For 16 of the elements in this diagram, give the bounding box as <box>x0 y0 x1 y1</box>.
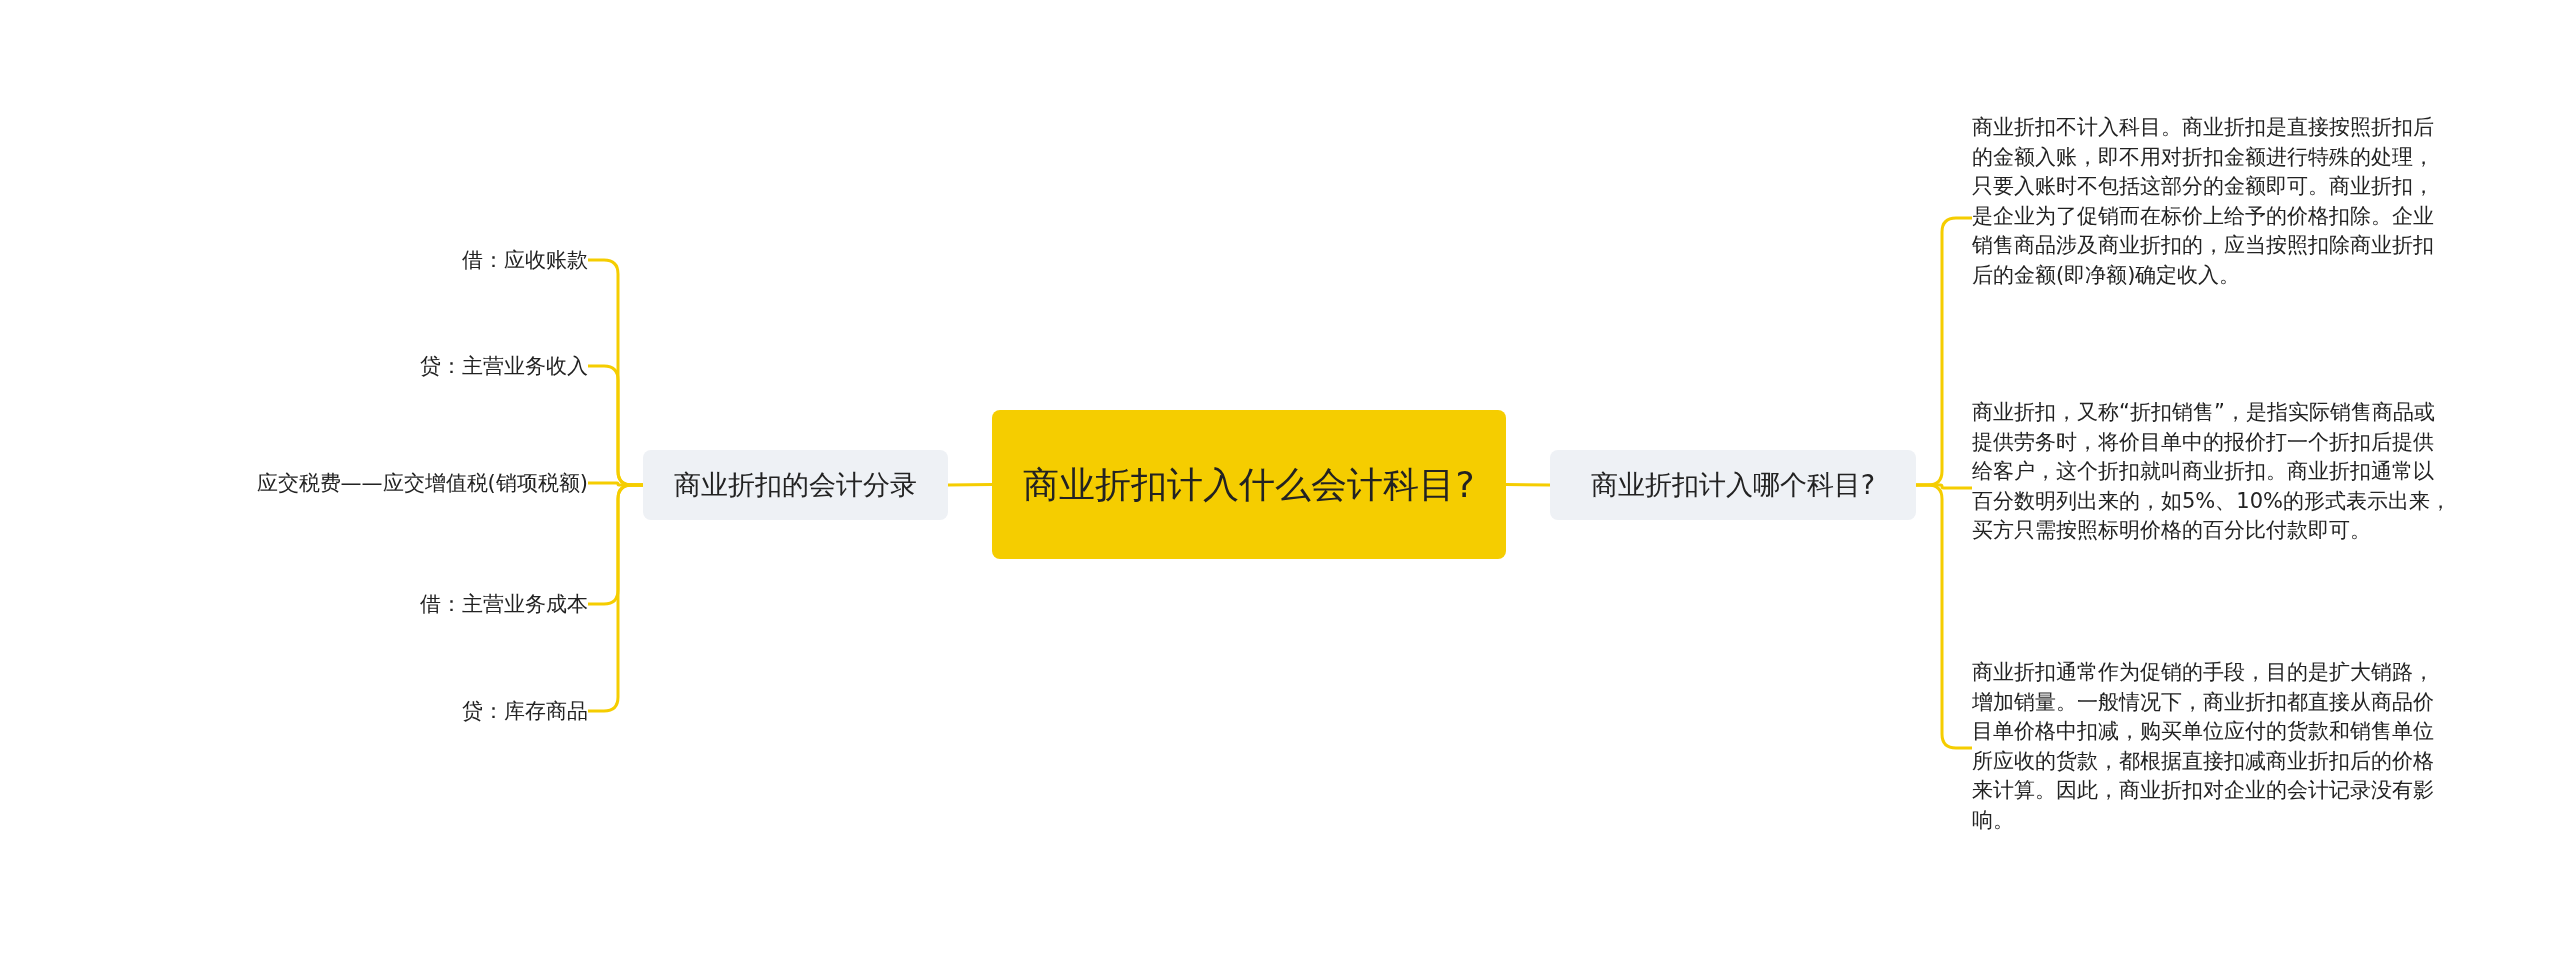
leaf-paragraph: 商业折扣，又称“折扣销售”，是指实际销售商品或提供劳务时，将价目单中的报价打一个折扣后提供给客户，这个折扣就叫商业折扣。商业折扣通常以百分数明列出来的，如5%、10%的形式表示出来，买方只需按照标明价格的百分比付款即可。 <box>1972 398 2454 578</box>
topic-box <box>1550 450 1916 520</box>
central-topic-text: 商业折扣计入什么会计科目? <box>1023 462 1475 507</box>
central-topic-box <box>992 410 1506 559</box>
leaf-text: 借：应收账款 <box>300 246 588 274</box>
connector-line <box>948 483 992 487</box>
leaf-text: 贷：主营业务收入 <box>300 352 588 380</box>
topic-text: 商业折扣计入哪个科目? <box>1590 468 1876 502</box>
leaf-text: 应交税费——应交增值税(销项税额) <box>150 469 588 497</box>
leaf-paragraph: 商业折扣通常作为促销的手段，目的是扩大销路，增加销量。一般情况下，商业折扣都直接从商品价目单价格中扣减，购买单位应付的货款和销售单位所应收的货款，都根据直接扣减商业折扣后的价格来计算。因此，商业折扣对企业的会计记录没有影响。 <box>1972 658 2454 838</box>
connector-line <box>1506 483 1550 487</box>
leaf-text: 借：主营业务成本 <box>300 590 588 618</box>
leaf-paragraph: 商业折扣不计入科目。商业折扣是直接按照折扣后的金额入账，即不用对折扣金额进行特殊的处理，只要入账时不包括这部分的金额即可。商业折扣，是企业为了促销而在标价上给予的价格扣除。企业销售商品涉及商业折扣的，应当按照扣除商业折扣后的金额(即净额)确定收入。 <box>1972 113 2454 323</box>
topic-box <box>643 450 948 520</box>
topic-text: 商业折扣的会计分录 <box>674 468 917 502</box>
leaf-text: 贷：库存商品 <box>300 697 588 725</box>
